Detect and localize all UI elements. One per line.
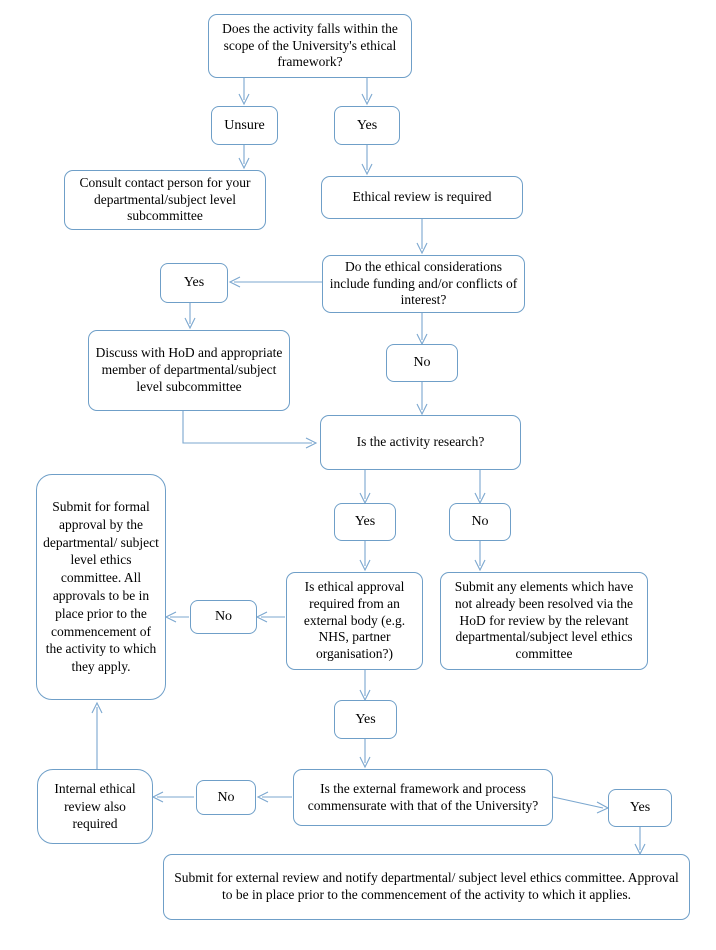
node-yes-external[interactable]: Yes xyxy=(334,700,397,739)
node-considerations-question-label: Do the ethical considerations include fu… xyxy=(329,258,518,308)
node-submit-external-review-label: Submit for external review and notify de… xyxy=(174,870,679,902)
node-no-research-label: No xyxy=(471,514,489,530)
node-external-body-question-label: Is ethical approval required from an ext… xyxy=(303,579,406,662)
node-research-question-label: Is the activity research? xyxy=(356,434,485,450)
node-ethical-review-required[interactable]: Ethical review is required xyxy=(321,176,523,219)
node-discuss-hod[interactable]: Discuss with HoD and appropriate member … xyxy=(88,330,290,411)
node-yes-scope[interactable]: Yes xyxy=(334,106,400,145)
node-discuss-hod-label: Discuss with HoD and appropriate member … xyxy=(95,345,283,394)
node-yes-scope-label: Yes xyxy=(356,117,378,133)
node-internal-review[interactable]: Internal ethical review also required xyxy=(37,769,153,844)
node-no-commensurate-label: No xyxy=(217,789,235,805)
node-no-research[interactable]: No xyxy=(449,503,511,541)
node-no-external-label: No xyxy=(214,609,233,625)
node-considerations-question[interactable]: Do the ethical considerations include fu… xyxy=(322,255,525,313)
node-yes-considerations[interactable]: Yes xyxy=(160,263,228,303)
node-no-considerations-label: No xyxy=(413,355,431,371)
node-consult-contact[interactable]: Consult contact person for your departme… xyxy=(64,170,266,230)
node-submit-any-elements[interactable]: Submit any elements which have not alrea… xyxy=(440,572,648,670)
node-yes-research-label: Yes xyxy=(354,514,376,530)
node-research-question[interactable]: Is the activity research? xyxy=(320,415,521,470)
node-yes-research[interactable]: Yes xyxy=(334,503,396,541)
node-yes-commensurate-label: Yes xyxy=(629,800,651,816)
node-consult-contact-label: Consult contact person for your departme… xyxy=(79,174,251,224)
node-yes-external-label: Yes xyxy=(355,711,376,727)
node-scope-question-label: Does the activity falls within the scope… xyxy=(222,20,398,70)
node-submit-formal-approval-label: Submit for formal approval by the depart… xyxy=(43,498,159,675)
node-unsure[interactable]: Unsure xyxy=(211,106,278,145)
node-internal-review-label: Internal ethical review also required xyxy=(54,780,136,832)
node-commensurate-question[interactable]: Is the external framework and process co… xyxy=(293,769,553,826)
node-yes-considerations-label: Yes xyxy=(183,275,205,291)
node-submit-any-elements-label: Submit any elements which have not alrea… xyxy=(454,579,634,662)
node-submit-formal-approval[interactable]: Submit for formal approval by the depart… xyxy=(36,474,166,700)
node-external-body-question[interactable]: Is ethical approval required from an ext… xyxy=(286,572,423,670)
node-no-commensurate[interactable]: No xyxy=(196,780,256,815)
node-no-external[interactable]: No xyxy=(190,600,257,634)
node-scope-question[interactable]: Does the activity falls within the scope… xyxy=(208,14,412,78)
node-ethical-review-required-label: Ethical review is required xyxy=(352,189,492,205)
node-no-considerations[interactable]: No xyxy=(386,344,458,382)
node-submit-external-review[interactable]: Submit for external review and notify de… xyxy=(163,854,690,920)
node-unsure-label: Unsure xyxy=(224,117,265,133)
node-commensurate-question-label: Is the external framework and process co… xyxy=(307,780,539,813)
node-yes-commensurate[interactable]: Yes xyxy=(608,789,672,827)
